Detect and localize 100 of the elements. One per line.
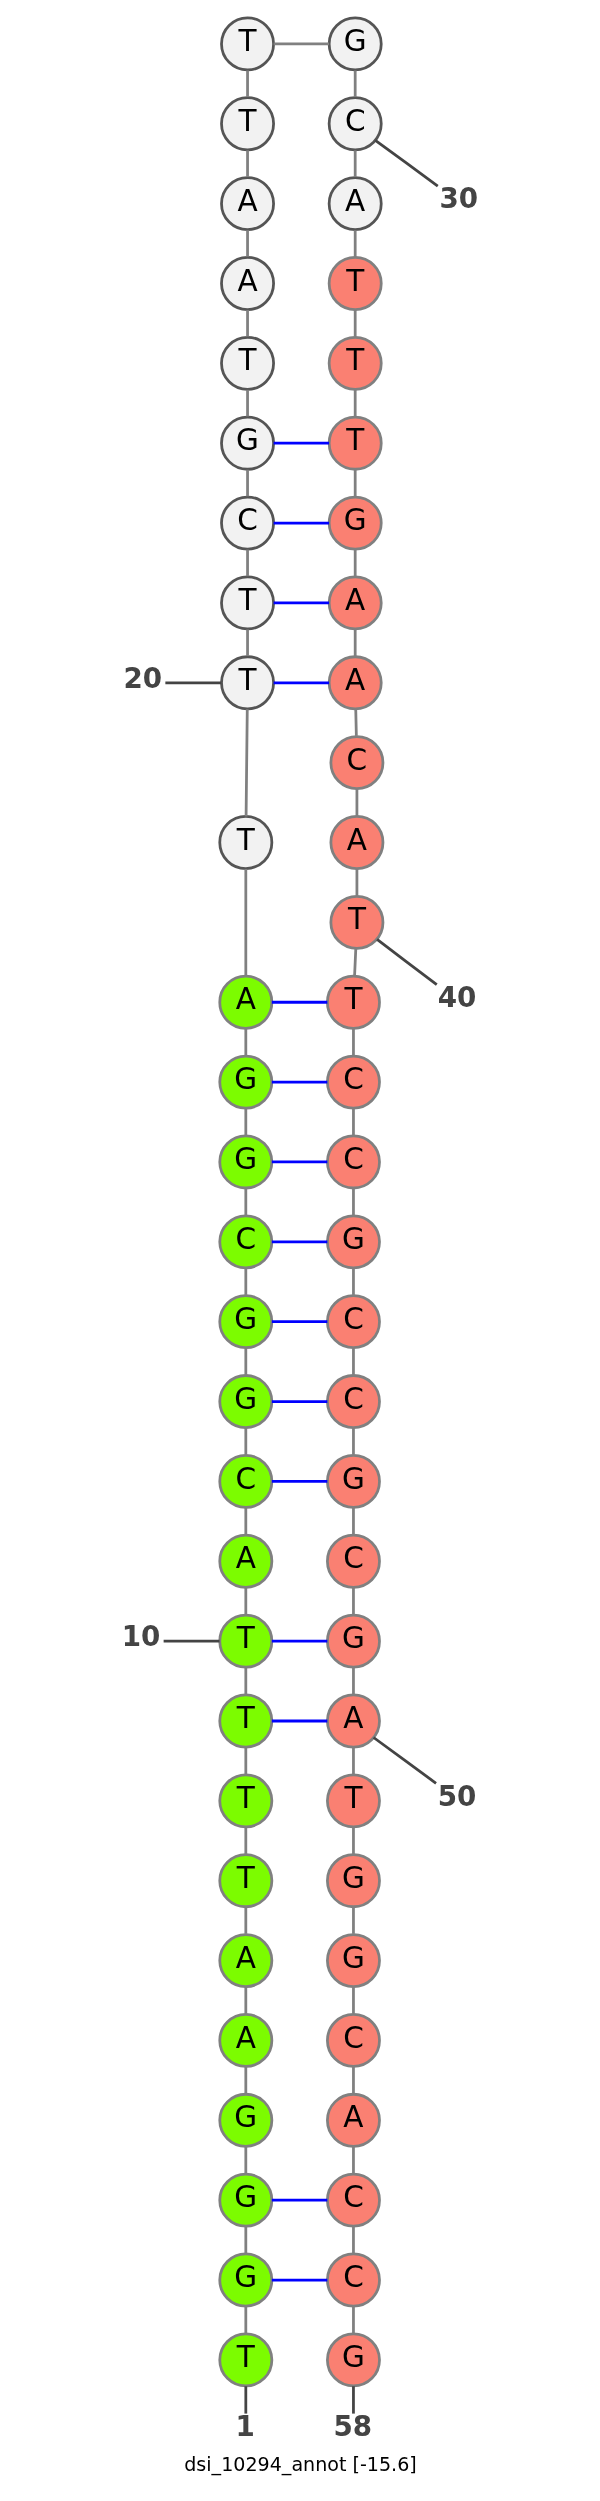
connector [163,1639,219,1643]
node-text: 50 [437,1779,476,1813]
connector [273,42,329,46]
connector [243,1268,247,1295]
node-circle: T [217,1693,273,1749]
connector [243,1028,247,1056]
node-circle: C [217,1453,273,1509]
connector [351,1827,355,1854]
connector [351,1667,355,1695]
node-circle: G [217,1374,273,1429]
connector [353,310,357,337]
node-circle: C [325,1294,381,1350]
node-circle: T [329,894,384,950]
connector [271,1000,327,1004]
node-circle: G [325,1613,381,1669]
connector [351,1188,355,1216]
node-circle: A [329,815,384,870]
node-circle: C [217,1214,273,1270]
connector [351,1507,355,1535]
connector [351,1428,355,1455]
node-circle: A [217,2013,273,2068]
node-text: 10 [121,1619,160,1653]
connector [243,1507,247,1535]
node-circle: A [219,256,275,311]
connector [273,441,329,445]
node-text: 30 [438,182,478,216]
node-circle: T [217,1853,273,1909]
node-circle: T [219,16,275,72]
connector [164,681,221,685]
connector [271,1639,327,1643]
connector [245,70,249,97]
connector [271,2198,327,2202]
connector [245,310,249,337]
connector [243,1348,247,1375]
connector [245,230,249,257]
node-circle: C [219,495,275,551]
connector [375,938,438,986]
node-text: 20 [122,661,162,695]
connector [351,1028,355,1056]
connector [271,1400,327,1403]
node-circle: T [325,974,381,1030]
connector [245,389,249,417]
node-circle: T [327,335,383,391]
connector [351,1907,355,1934]
node-circle: T [327,415,383,471]
connector [351,2386,355,2414]
connector [243,1907,247,1934]
node-text: 58 [332,2409,372,2443]
connector [353,629,357,657]
node-circle: T [217,815,273,870]
connector [243,1428,247,1455]
node-circle: G [217,2092,273,2148]
connector [353,709,358,736]
connector [243,2386,247,2414]
node-circle: G [217,1134,273,1190]
connector [273,601,329,605]
connector [273,521,329,525]
connector [243,2306,247,2334]
connector [243,1188,247,1216]
connector [351,1108,355,1136]
caption: dsi_10294_annot [-15.6] [183,2452,417,2476]
node-circle: C [325,2252,381,2308]
node-circle: G [325,2332,381,2388]
node-circle: A [327,575,383,631]
connector [353,389,357,417]
node-circle: G [325,1933,381,1988]
connector [244,709,249,817]
connector [243,1108,247,1136]
connector [271,1080,327,1084]
connector [353,469,357,497]
node-circle: A [327,176,383,232]
node-circle: G [327,16,383,72]
connector [271,1719,327,1723]
connector [271,2278,327,2282]
connector [273,681,329,685]
connector [351,1747,355,1775]
connector [353,549,357,577]
node-text: 1 [234,2409,255,2443]
node-circle: T [327,256,383,311]
connector [353,230,357,257]
connector [351,1587,355,1615]
node-circle: C [325,1134,381,1190]
connector [351,2226,355,2254]
connector [374,139,439,188]
connector [353,150,357,177]
connector [243,2226,247,2254]
node-circle: G [325,1853,381,1909]
connector [351,1268,355,1295]
node-circle: T [219,575,275,631]
connector [243,1987,247,2014]
node-circle: C [325,1054,381,1110]
connector [243,1827,247,1854]
node-circle: G [219,415,275,471]
node-circle: T [325,1773,381,1829]
node-circle: A [325,1693,381,1749]
node-circle: C [329,735,384,791]
node-circle: A [325,2092,381,2148]
node-circle: A [217,974,273,1030]
node-circle: C [325,1374,381,1429]
connector [271,1320,327,1324]
